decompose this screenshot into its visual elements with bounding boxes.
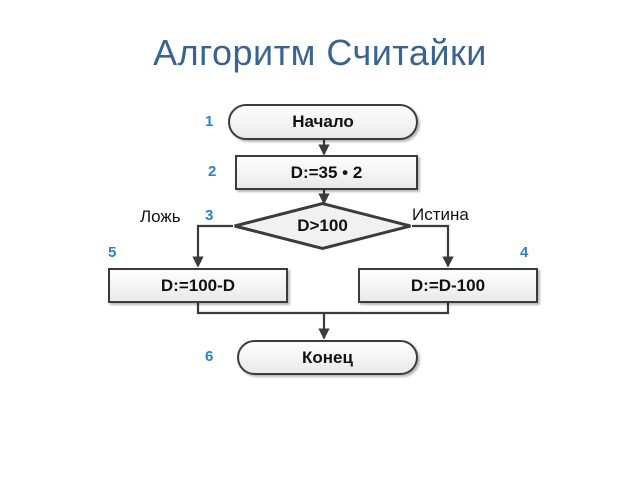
page-title: Алгоритм Считайки (153, 32, 487, 73)
connector-merge-left (196, 303, 324, 315)
connector-merge-right (324, 303, 450, 315)
node-decision-label: D>100 (297, 216, 348, 235)
node-start[interactable]: Начало (228, 104, 418, 140)
step-number-4: 4 (520, 244, 529, 261)
connector-decision-true-branch (412, 224, 454, 268)
node-decision[interactable]: D>100 (233, 202, 412, 250)
step-number-6: 6 (205, 348, 214, 365)
node-process-true[interactable]: D:=D-100 (358, 268, 538, 303)
connector-decision-false-branch (192, 224, 233, 268)
branch-label-false: Ложь (140, 207, 181, 226)
step-number-3: 3 (205, 207, 214, 224)
step-number-1: 1 (205, 113, 214, 130)
step-number-5: 5 (108, 244, 117, 261)
decision-diamond-icon (233, 202, 412, 250)
step-number-2: 2 (208, 163, 217, 180)
branch-label-true: Истина (412, 205, 469, 224)
node-process-false[interactable]: D:=100-D (108, 268, 288, 303)
node-process-assign[interactable]: D:=35 • 2 (235, 155, 418, 190)
node-end[interactable]: Конец (237, 340, 418, 375)
